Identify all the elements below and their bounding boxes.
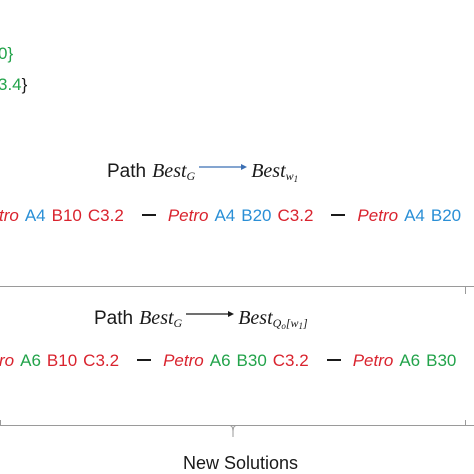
c-value: C3.2 <box>272 351 309 370</box>
b-value: B20 <box>430 206 462 225</box>
top-line-1: 0} <box>0 44 13 64</box>
a-value: A4 <box>404 206 425 225</box>
bracket-top-line <box>0 286 474 287</box>
b-value: B10 <box>51 206 82 225</box>
best-qo-w1-label: BestQo[w1] <box>238 307 308 331</box>
a-value: A6 <box>20 351 41 370</box>
path-header-1: Path BestG Bestw1 <box>107 160 299 184</box>
path-header-2: Path BestG BestQo[w1] <box>94 307 308 331</box>
b-value: B10 <box>46 351 78 370</box>
new-solutions-label: New Solutions <box>183 453 299 473</box>
path-word: Path <box>94 308 134 329</box>
best-w1-label: Bestw1 <box>251 160 299 184</box>
arrow-right-icon <box>199 164 248 170</box>
petro-label: ro <box>0 351 15 370</box>
sequence-2: ro A6 B10 C3.2 Petro A6 B30 C3.2 Petro A… <box>0 351 462 371</box>
c-value: C3.2 <box>87 206 124 225</box>
a-value: A4 <box>214 206 236 225</box>
b-value: B30 <box>426 351 457 370</box>
c-value: C3.2 <box>277 206 314 225</box>
dash-separator <box>141 214 156 216</box>
top-line-2: 3.4} <box>0 75 27 95</box>
top-line-2-close: } <box>21 75 28 94</box>
bracket-left-hook <box>0 420 1 425</box>
bracket-right-hook <box>465 286 466 294</box>
petro-label: tro <box>0 206 19 225</box>
b-value: B30 <box>236 351 267 370</box>
petro-label: Petro <box>167 206 209 225</box>
best-g-label: BestG <box>139 307 183 330</box>
petro-label: Petro <box>357 206 399 225</box>
top-line-2-text: 3.4 <box>0 75 22 94</box>
dash-separator <box>326 359 341 361</box>
b-value: B20 <box>241 206 272 225</box>
dash-separator <box>331 214 346 216</box>
petro-label: Petro <box>163 351 204 370</box>
brace-point-icon <box>228 425 238 437</box>
bracket-right-hook <box>465 420 466 425</box>
best-g-label: BestG <box>152 160 196 183</box>
petro-label: Petro <box>352 351 394 370</box>
a-value: A6 <box>209 351 231 370</box>
arrow-right-icon <box>186 311 235 317</box>
dash-separator <box>137 359 152 361</box>
top-line-1-text: 0} <box>0 44 14 63</box>
a-value: A4 <box>24 206 46 225</box>
c-value: C3.2 <box>83 351 120 370</box>
a-value: A6 <box>399 351 421 370</box>
path-word: Path <box>107 161 147 182</box>
sequence-1: tro A4 B10 C3.2 Petro A4 B20 C3.2 Petro … <box>0 206 467 226</box>
